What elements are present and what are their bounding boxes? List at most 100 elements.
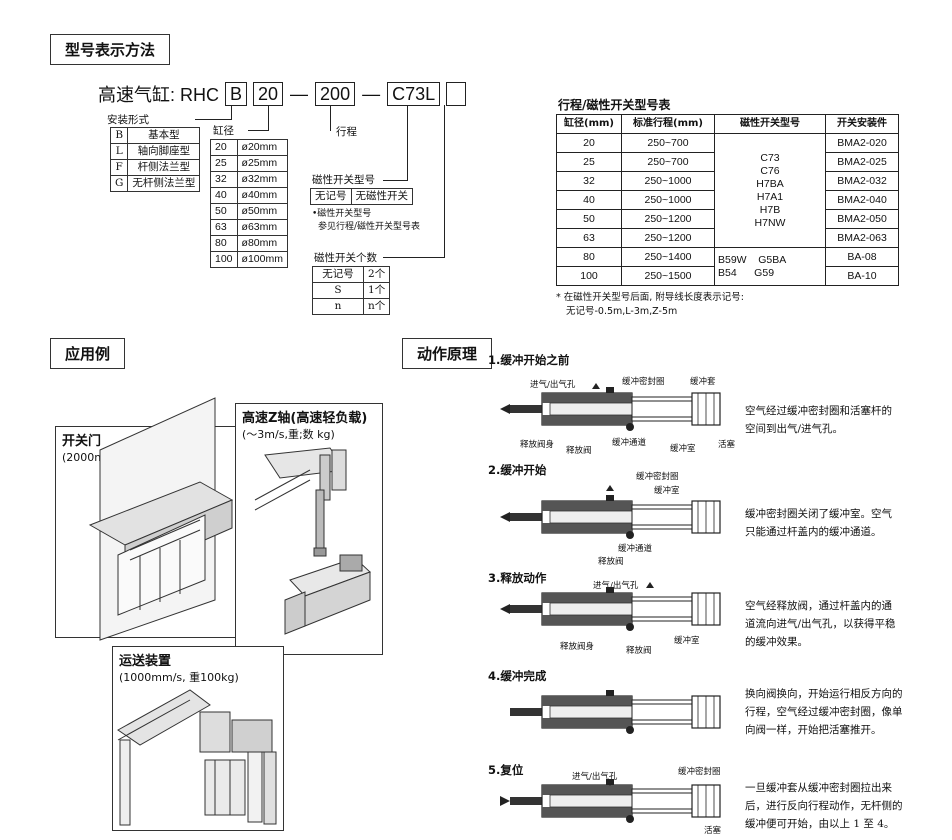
step-4-desc: 换向阀换向，开始运行相反方向的行程，空气经过缓冲密封圈，像单向阀一样，开始把活塞… xyxy=(745,688,903,736)
step-5-title: 5.复位 xyxy=(488,763,524,777)
step-3-title: 3.释放动作 xyxy=(488,571,547,585)
model-part-count xyxy=(446,82,467,106)
table-header-row: 缸径(mm) 标准行程(mm) 磁性开关型号 开关安装件 xyxy=(556,114,899,134)
bore-label: 缸径 xyxy=(213,125,234,137)
stroke-label: 行程 xyxy=(336,126,357,138)
app-transport-box: 运送装置 (1000mm/s, 重100kg) xyxy=(112,646,284,831)
step-1-cylinder xyxy=(509,386,721,432)
step-2-desc: 缓冲密封圈关闭了缓冲室。空气只能通过杆盖内的缓冲通道。 xyxy=(745,508,892,538)
stroke-table-title: 行程/磁性开关型号表 xyxy=(558,98,671,112)
stroke-table-note2: 无记号-0.5m,L-3m,Z-5m xyxy=(566,306,678,317)
app-door-box: 开关门 (2000mm/s, 重10kg) xyxy=(55,426,237,638)
step-1-arrow-icon xyxy=(500,404,510,414)
model-prefix: 高速气缸: RHC xyxy=(98,85,219,105)
step-2-up-arrow-icon xyxy=(606,485,614,491)
model-part-mount: B xyxy=(225,82,248,106)
model-part-bore: 20 xyxy=(253,82,284,106)
step-2-label-valve: 释放阀 xyxy=(598,557,624,567)
step-1-label-valve: 释放阀 xyxy=(566,446,592,456)
step-1-label-seal: 缓冲密封圈 xyxy=(622,377,665,387)
step-2-label-seal: 缓冲密封圈 xyxy=(636,472,679,482)
step-3-arrow-icon xyxy=(500,604,510,614)
app-transport-title: 运送装置 xyxy=(119,654,172,669)
step-3-cylinder xyxy=(509,586,721,632)
table-row: 无记号无磁性开关 xyxy=(310,188,413,205)
step-3-label-chamber: 缓冲室 xyxy=(674,636,700,646)
step-1-up-arrow-icon xyxy=(592,383,600,389)
step-1-label-sleeve: 缓冲套 xyxy=(690,377,716,387)
step-5-label-piston: 活塞 xyxy=(704,826,722,836)
app-transport-sub: (1000mm/s, 重100kg) xyxy=(119,671,239,684)
step-5-label-seal: 缓冲密封圈 xyxy=(678,767,721,777)
step-1-desc: 空气经过缓冲密封圈和活塞杆的空间到出气/进气孔。 xyxy=(745,405,892,435)
step-2-label-chamber: 缓冲室 xyxy=(654,486,680,496)
step-3-desc: 空气经释放阀，通过杆盖内的通道流向进气/出气孔，以获得平稳的缓冲效果。 xyxy=(745,600,896,648)
app-zaxis-sub: (～3m/s,重;数 kg) xyxy=(242,428,335,441)
step-1-label-channel: 缓冲通道 xyxy=(612,438,647,448)
section-title-principle: 动作原理 xyxy=(402,338,493,369)
stroke-table-note1: * 在磁性开关型号后面, 附导线长度表示记号: xyxy=(556,292,745,303)
step-5-label-port: 进气/出气孔 xyxy=(572,772,618,782)
step-2-cylinder xyxy=(509,494,721,540)
step-3-label-port: 进气/出气孔 xyxy=(593,581,639,591)
step-1-label-chamber: 缓冲室 xyxy=(670,444,696,454)
step-5-arrow-icon xyxy=(500,796,510,806)
step-2-label-channel: 缓冲通道 xyxy=(618,544,653,554)
switch-type-note2: 参见行程/磁性开关型号表 xyxy=(318,222,421,232)
step-2-title: 2.缓冲开始 xyxy=(488,463,547,477)
mount-type-label: 安装形式 xyxy=(107,114,149,126)
step-3-label-valve: 释放阀 xyxy=(626,646,652,656)
model-part-switch: C73L xyxy=(387,82,441,106)
switch-count-label: 磁性开关个数 xyxy=(314,252,377,264)
step-1-title: 1.缓冲开始之前 xyxy=(488,353,570,367)
step-1-label-piston: 活塞 xyxy=(718,440,736,450)
section-title-model: 型号表示方法 xyxy=(50,34,171,65)
step-2-arrow-icon xyxy=(500,512,510,522)
model-code-line: 高速气缸: RHC B 20 — 200 — C73L xyxy=(98,81,467,107)
model-dash-2: — xyxy=(362,83,381,104)
model-part-stroke: 200 xyxy=(315,82,356,106)
app-door-sub: (2000mm/s, 重10kg) xyxy=(62,451,175,464)
switch-type-table: 无记号无磁性开关 xyxy=(310,188,413,205)
step-4-title: 4.缓冲完成 xyxy=(488,669,547,683)
step-4-cylinder xyxy=(509,689,721,735)
app-door-title: 开关门 xyxy=(62,434,102,449)
step-5-cylinder xyxy=(509,778,721,824)
step-3-label-valve-body: 释放阀身 xyxy=(560,642,595,652)
app-zaxis-box: 高速Z轴(高速轻负载) (～3m/s,重;数 kg) xyxy=(235,403,383,655)
app-zaxis-title: 高速Z轴(高速轻负载) xyxy=(242,411,368,426)
switch-type-label: 磁性开关型号 xyxy=(312,174,375,186)
step-1-label-port: 进气/出气孔 xyxy=(530,380,576,390)
step-5-desc: 一旦缓冲套从缓冲密封圈拉出来后，进行反向行程动作，无杆侧的缓冲便可开始，由以上 … xyxy=(745,782,903,830)
step-1-label-valve-body: 释放阀身 xyxy=(520,440,555,450)
switch-type-note1: •磁性开关型号 xyxy=(312,209,372,219)
step-3-up-arrow-icon xyxy=(646,582,654,588)
model-dash-1: — xyxy=(290,83,309,104)
